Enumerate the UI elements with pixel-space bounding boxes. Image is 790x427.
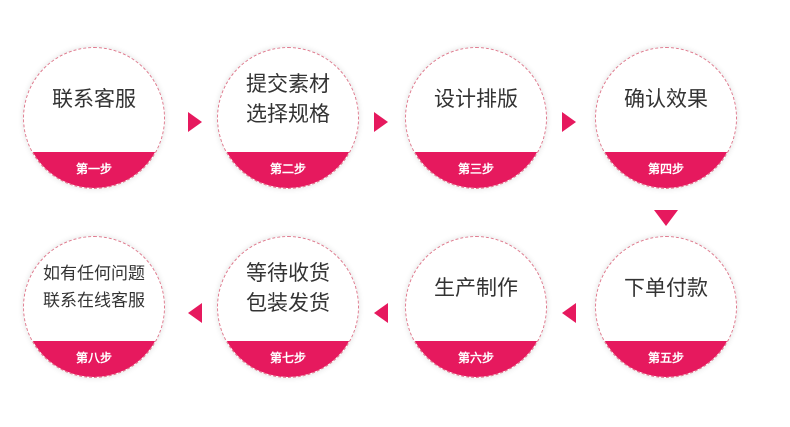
step-4-badge: 第四步	[596, 152, 736, 188]
step-8-badge: 第八步	[24, 341, 164, 377]
step-5-line-1: 下单付款	[624, 276, 708, 300]
step-4-line-1: 确认效果	[624, 87, 708, 111]
step-8-line-2: 联系在线客服	[43, 291, 145, 311]
step-5-badge: 第五步	[596, 341, 736, 377]
step-4-circle: 确认效果 第四步	[595, 47, 737, 189]
step-8-label: 如有任何问题 联系在线客服	[24, 237, 164, 339]
step-7-badge: 第七步	[218, 341, 358, 377]
step-2-line-1: 提交素材	[246, 72, 330, 96]
step-6-badge: 第六步	[406, 341, 546, 377]
step-2-label: 提交素材 选择规格	[218, 48, 358, 150]
step-7-line-1: 等待收货	[246, 261, 330, 285]
step-1-label: 联系客服	[24, 48, 164, 150]
step-1-line-1: 联系客服	[52, 87, 136, 111]
step-3-line-1: 设计排版	[434, 87, 518, 111]
step-2-badge: 第二步	[218, 152, 358, 188]
step-4-label: 确认效果	[596, 48, 736, 150]
step-5-circle: 下单付款 第五步	[595, 236, 737, 378]
step-8-line-1: 如有任何问题	[43, 264, 145, 284]
step-8-circle: 如有任何问题 联系在线客服 第八步	[23, 236, 165, 378]
step-7-circle: 等待收货 包装发货 第七步	[217, 236, 359, 378]
step-3-circle: 设计排版 第三步	[405, 47, 547, 189]
arrow-right-icon	[188, 112, 202, 132]
arrow-down-icon	[654, 210, 678, 226]
step-3-badge: 第三步	[406, 152, 546, 188]
arrow-right-icon	[562, 112, 576, 132]
step-1-badge: 第一步	[24, 152, 164, 188]
step-7-line-2: 包装发货	[246, 291, 330, 315]
step-2-line-2: 选择规格	[246, 102, 330, 126]
arrow-left-icon	[188, 303, 202, 323]
step-1-circle: 联系客服 第一步	[23, 47, 165, 189]
arrow-left-icon	[374, 303, 388, 323]
step-6-line-1: 生产制作	[434, 276, 518, 300]
step-6-circle: 生产制作 第六步	[405, 236, 547, 378]
step-2-circle: 提交素材 选择规格 第二步	[217, 47, 359, 189]
step-6-label: 生产制作	[406, 237, 546, 339]
arrow-right-icon	[374, 112, 388, 132]
step-5-label: 下单付款	[596, 237, 736, 339]
step-7-label: 等待收货 包装发货	[218, 237, 358, 339]
arrow-left-icon	[562, 303, 576, 323]
step-3-label: 设计排版	[406, 48, 546, 150]
